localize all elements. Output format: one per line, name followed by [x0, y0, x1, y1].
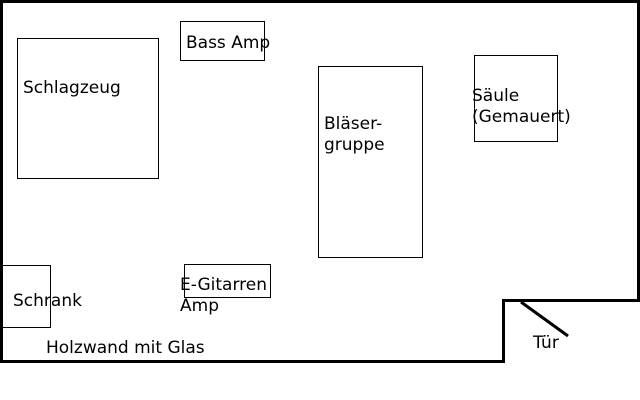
schlagzeug-box: [17, 38, 159, 179]
room-outline: [0, 0, 640, 363]
door-swing-line: [520, 300, 569, 338]
saeule-label: Säule (Gemauert): [472, 86, 571, 127]
e-gitarren-amp-label: E-Gitarren Amp: [180, 275, 268, 316]
schrank-label: Schrank: [13, 291, 82, 311]
blaesergruppe-box: [318, 66, 423, 258]
saeule-box: [474, 55, 558, 142]
schrank-box: [2, 265, 51, 328]
bass-amp-box: [180, 21, 265, 61]
bass-amp-label: Bass Amp: [186, 33, 271, 53]
door-label: Tür: [533, 333, 559, 353]
e-gitarren-amp-box: [184, 264, 271, 298]
schlagzeug-label: Schlagzeug: [23, 78, 121, 98]
holzwand-label: Holzwand mit Glas: [46, 338, 205, 358]
blaesergruppe-label: Bläser- gruppe: [324, 114, 385, 155]
